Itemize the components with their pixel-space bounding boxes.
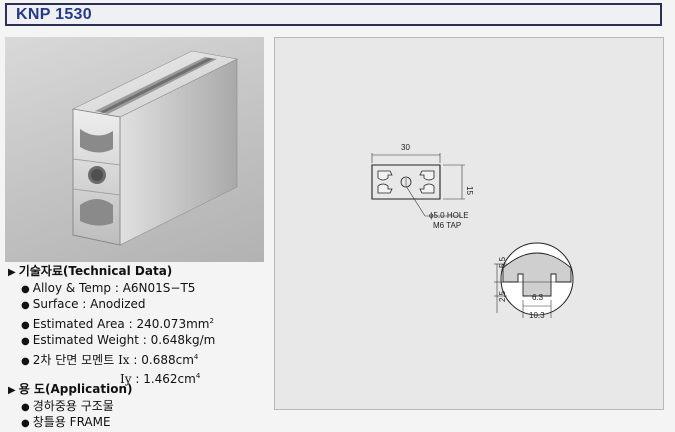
application-section: ▶용 도(Application) ●경하중용 구조물 ●창틀용 FRAME xyxy=(8,382,132,432)
title-bar: KNP 1530 xyxy=(5,3,662,26)
spec-surface: ●Surface : Anodized xyxy=(21,297,146,311)
drawing-panel: 30 15 ϕ5.0 HOLE M6 TAP 5.5 2.5 6.3 xyxy=(274,37,664,410)
dim-slot-inner: 6.3 xyxy=(532,293,544,302)
profile-section xyxy=(371,164,441,200)
spec-moment-ix: ●2차 단면 모멘트 Ix : 0.688cm4 xyxy=(21,352,199,367)
product-photo xyxy=(5,37,264,262)
technical-heading: ▶기술자료(Technical Data) xyxy=(8,264,173,278)
bullet-icon: ● xyxy=(21,355,30,367)
page-title: KNP 1530 xyxy=(16,6,92,23)
profile-illustration xyxy=(72,50,238,246)
hole-label: ϕ5.0 HOLE xyxy=(429,211,469,220)
dim-slot-side: 2.5 xyxy=(498,290,507,302)
triangle-right-icon: ▶ xyxy=(8,385,16,396)
bullet-icon: ● xyxy=(21,300,30,311)
technical-drawing: 30 15 ϕ5.0 HOLE M6 TAP 5.5 2.5 6.3 xyxy=(371,143,574,320)
bullet-icon: ● xyxy=(21,319,30,331)
dim-width: 30 xyxy=(401,143,410,152)
spec-moment-iy: Iy : 1.462cm4 xyxy=(120,372,201,386)
technical-data-section: ▶기술자료(Technical Data) ●Alloy & Temp : A6… xyxy=(8,264,215,388)
slot-detail xyxy=(502,252,572,297)
bullet-icon: ● xyxy=(21,418,30,429)
application-heading: ▶용 도(Application) xyxy=(8,382,133,396)
spec-area: ●Estimated Area : 240.073mm2 xyxy=(21,316,214,331)
tap-label: M6 TAP xyxy=(433,221,461,230)
application-item: ●창틀용 FRAME xyxy=(21,415,111,429)
bullet-icon: ● xyxy=(21,336,30,347)
dim-height: 15 xyxy=(465,186,474,195)
spec-weight: ●Estimated Weight : 0.648kg/m xyxy=(21,333,216,347)
triangle-right-icon: ▶ xyxy=(8,267,16,278)
application-item: ●경하중용 구조물 xyxy=(21,398,114,413)
bullet-icon: ● xyxy=(21,283,30,295)
spec-alloy: ●Alloy & Temp : A6N01S−T5 xyxy=(21,280,196,295)
dim-slot-top: 5.5 xyxy=(498,256,507,268)
bullet-icon: ● xyxy=(21,401,30,413)
dim-slot-bottom: 10.3 xyxy=(529,311,545,320)
